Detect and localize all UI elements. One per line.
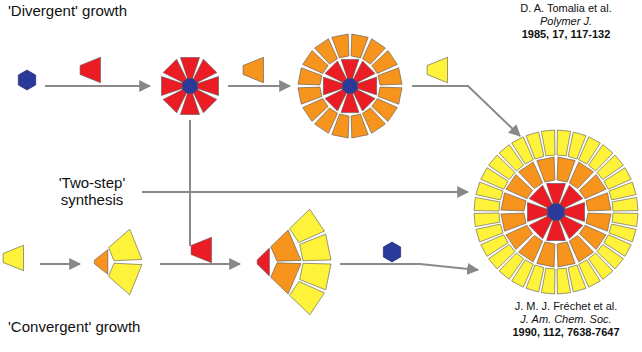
wedge (332, 34, 349, 58)
wedge (427, 57, 447, 82)
dendrimer-pieces (3, 34, 638, 315)
wedge (612, 213, 638, 227)
wedge (476, 224, 503, 242)
stage-label: 'Convergent' growth (8, 318, 140, 335)
wedge (474, 213, 500, 227)
wedge (257, 248, 269, 276)
core-hexagon (383, 242, 400, 262)
wedge (568, 132, 586, 159)
arrow (40, 263, 80, 265)
connector-line (189, 120, 191, 246)
wedge (541, 130, 555, 156)
wedge (547, 184, 566, 204)
wedge (109, 263, 142, 295)
wedge (109, 229, 142, 261)
wedge (341, 59, 359, 78)
arrow (45, 85, 150, 87)
wedge (541, 268, 555, 294)
wedge (290, 282, 325, 315)
wedge (243, 57, 263, 82)
stage-label: 'Two-step' synthesis (46, 174, 138, 208)
wedge (609, 182, 636, 200)
wedge (181, 58, 200, 79)
arrow (340, 264, 478, 270)
citation-line: 1990, 112, 7638-7647 (492, 326, 640, 339)
arrow (228, 85, 290, 87)
wedge (586, 193, 611, 211)
wedge (568, 265, 586, 292)
citation-line: J. M. J. Fréchet et al. (492, 300, 640, 313)
wedge (501, 213, 526, 231)
wedge (298, 87, 322, 104)
wedge (474, 197, 500, 211)
citation-line: 1985, 17, 117-132 (492, 28, 640, 41)
wedge (94, 250, 107, 275)
wedge (351, 34, 368, 58)
stage-label: 'Divergent' growth (8, 2, 127, 19)
wedge (557, 130, 571, 156)
wedge (191, 237, 211, 262)
wedge (612, 197, 638, 211)
arrows (40, 86, 520, 270)
wedge (526, 132, 544, 159)
citation-line: D. A. Tomalia et al. (492, 2, 640, 15)
arrow (142, 191, 468, 193)
wedge (80, 57, 100, 82)
wedge (557, 242, 575, 267)
citation-line: Polymer J. (492, 15, 640, 28)
wedge (537, 157, 555, 182)
arrow (412, 86, 520, 136)
core-hexagon (18, 70, 35, 90)
wedge (557, 157, 575, 182)
wedge (557, 268, 571, 294)
wedge (351, 114, 368, 138)
arrow (160, 263, 240, 265)
citation-line: J. Am. Chem. Soc. (492, 313, 640, 326)
wedge (3, 245, 23, 270)
wedge (300, 234, 331, 261)
wedge (378, 68, 402, 85)
